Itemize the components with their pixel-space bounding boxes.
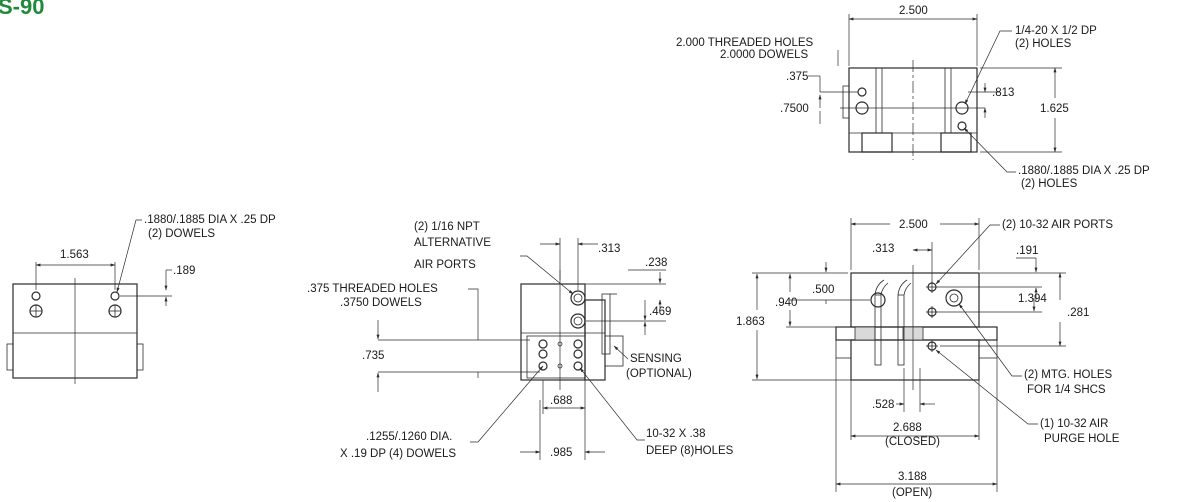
top-threaded-line2: 2.0000 DOWELS (720, 49, 809, 61)
top-view: 2.500 2.000 THREADED HOLES 2.0000 DOWELS… (676, 5, 1150, 190)
middle-threaded-line1: .375 THREADED HOLES (307, 283, 438, 295)
middle-dim-688: .688 (550, 395, 572, 407)
right-dim-3188: 3.188 (898, 471, 927, 483)
right-dim-open: (OPEN) (892, 487, 932, 499)
middle-threaded-line2: .3750 DOWELS (340, 297, 422, 309)
middle-dim-985: .985 (550, 447, 572, 459)
right-mtg-line2: FOR 1/4 SHCS (1027, 384, 1106, 396)
right-dim-closed: (CLOSED) (885, 436, 940, 448)
middle-dowels-line1: .1255/.1260 DIA. (366, 431, 452, 443)
right-mtg-line1: (2) MTG. HOLES (1024, 369, 1113, 381)
left-view: 1.563 .189 .1880/.1885 DIA X .25 DP (2) … (6, 214, 276, 384)
middle-view: .313 .238 .469 .375 THREADED HOLES .3750… (307, 221, 734, 460)
right-body-top (850, 272, 980, 328)
right-air-line1: (2) 10-32 AIR PORTS (1002, 219, 1113, 231)
top-threaded-line1: 2.000 THREADED HOLES (676, 37, 814, 49)
top-dowel-line2: (2) HOLES (1021, 178, 1078, 190)
top-dim-375: .375 (786, 71, 808, 83)
middle-dim-238: .238 (645, 257, 667, 269)
middle-dim-735: .735 (362, 350, 384, 362)
right-purge-line1: (1) 10-32 AIR (1040, 418, 1108, 430)
left-callout-line2: (2) DOWELS (148, 228, 215, 240)
left-dim-1563: 1.563 (60, 249, 89, 261)
top-dim-813: .813 (992, 87, 1014, 99)
top-tap-line2: (2) HOLES (1015, 38, 1072, 50)
right-dim-281: .528 (872, 399, 894, 411)
top-jaw-right (940, 132, 972, 153)
top-dowel-line1: .1880/.1885 DIA X .25 DP (1018, 165, 1150, 177)
middle-sensing-line1: SENSING (630, 353, 682, 365)
top-dim-1625: 1.625 (1040, 103, 1069, 115)
middle-dowels-line2: X .19 DP (4) DOWELS (340, 448, 456, 460)
right-dim-2500: 2.500 (899, 219, 928, 231)
middle-npt-line1: (2) 1/16 NPT (414, 221, 480, 233)
middle-dim-469: .469 (649, 306, 671, 318)
right-dim-500: .500 (812, 284, 834, 296)
left-dim-189: .189 (173, 265, 195, 277)
middle-holes-line1: 10-32 X .38 (646, 428, 705, 440)
top-dim-7500: .7500 (780, 103, 809, 115)
right-dim-1394: .281 (1067, 307, 1089, 319)
right-view: 2.500 .313 .191 1.394 .281 .500 .940 (736, 218, 1120, 499)
left-callout-line1: .1880/.1885 DIA X .25 DP (144, 214, 276, 226)
top-dim-width: 2.500 (899, 5, 928, 17)
right-purge-line2: PURGE HOLE (1044, 433, 1120, 445)
top-tap-line1: 1/4-20 X 1/2 DP (1015, 25, 1097, 37)
middle-npt-line2: ALTERNATIVE (414, 237, 491, 249)
right-dim-2688: 2.688 (893, 422, 922, 434)
middle-sensing-line2: (OPTIONAL) (626, 368, 692, 380)
middle-holes-line2: DEEP (8)HOLES (646, 445, 734, 457)
right-dim-191: .191 (1016, 245, 1038, 257)
top-jaw-left (861, 132, 893, 153)
right-dim-1863: 1.863 (736, 316, 765, 328)
right-dim-313: .313 (872, 243, 894, 255)
middle-npt-line3: AIR PORTS (414, 259, 476, 271)
right-dim-528: 1.394 (1018, 293, 1047, 305)
part-title: S-90 (0, 0, 44, 19)
right-dim-940: .940 (775, 297, 797, 309)
middle-dim-313: .313 (598, 243, 620, 255)
middle-body-outline (520, 283, 586, 381)
